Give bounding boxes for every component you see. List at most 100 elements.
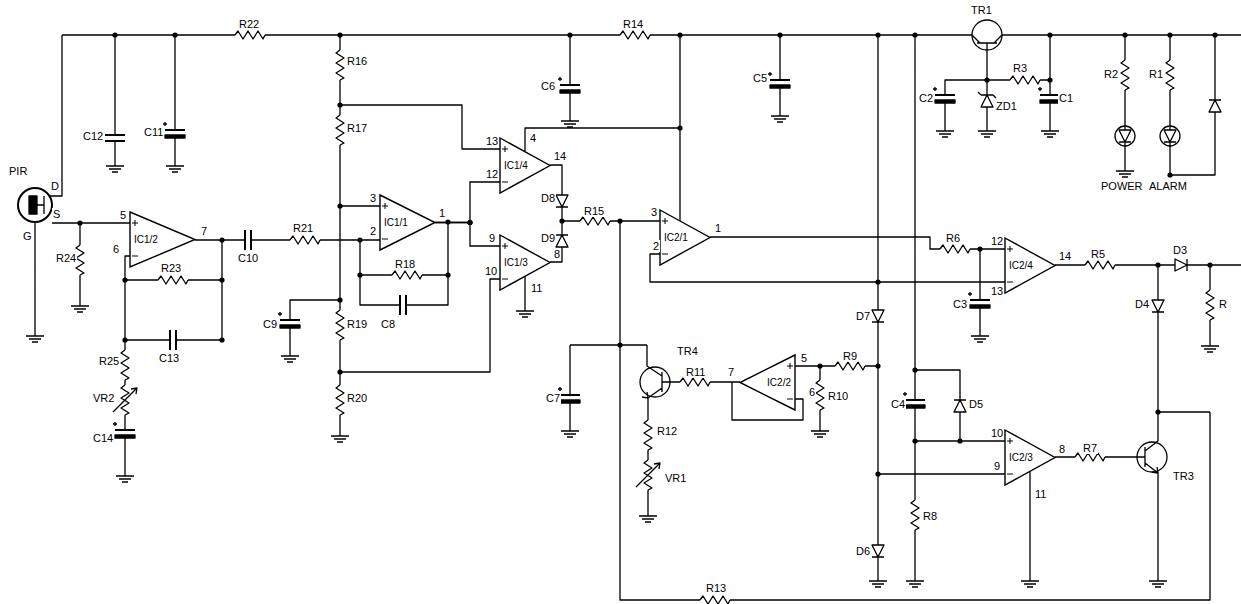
opamp-name: IC1/2 bbox=[134, 235, 158, 245]
part-label: 13 bbox=[990, 285, 1004, 297]
part-label: C10 bbox=[237, 252, 259, 264]
part-label: C13 bbox=[158, 352, 180, 364]
part-label: POWER bbox=[1100, 180, 1144, 192]
transistor-symbol bbox=[640, 20, 1167, 473]
part-label: TR3 bbox=[1172, 470, 1195, 482]
opamp-triangle: IC2/1 bbox=[660, 210, 710, 265]
pir-sensor bbox=[18, 188, 52, 222]
part-label: D6 bbox=[855, 545, 871, 557]
part-label: R22 bbox=[238, 18, 260, 30]
part-label: R11 bbox=[685, 366, 706, 378]
opamp-name: IC1/1 bbox=[384, 218, 408, 228]
part-label: R18 bbox=[394, 258, 416, 270]
part-label: 12 bbox=[990, 235, 1004, 247]
capacitor-symbol bbox=[105, 72, 1060, 438]
junction-dot bbox=[467, 220, 472, 225]
part-label: C11 bbox=[143, 126, 164, 138]
part-label: R5 bbox=[1090, 248, 1106, 260]
part-label: R25 bbox=[98, 355, 120, 367]
part-label: 10 bbox=[990, 427, 1004, 439]
part-label: R6 bbox=[945, 232, 961, 244]
part-label: R8 bbox=[922, 510, 938, 522]
part-label: R7 bbox=[1082, 442, 1098, 454]
part-label: R23 bbox=[160, 262, 182, 274]
part-label: 5 bbox=[800, 352, 808, 364]
part-label: R19 bbox=[346, 318, 368, 330]
part-label: 10 bbox=[484, 265, 498, 277]
part-label: 11 bbox=[1034, 488, 1047, 500]
part-label: D bbox=[50, 180, 60, 192]
part-label: 11 bbox=[530, 282, 543, 294]
part-label: 7 bbox=[727, 366, 735, 378]
part-label: C3 bbox=[952, 298, 968, 310]
part-label: 14 bbox=[1058, 250, 1072, 262]
part-label: 7 bbox=[200, 225, 208, 237]
ground-symbol bbox=[26, 110, 1219, 587]
part-label: PIR bbox=[8, 165, 28, 177]
part-label: C14 bbox=[92, 432, 114, 444]
part-label: C4 bbox=[890, 398, 906, 410]
part-label: ALARM bbox=[1148, 180, 1188, 192]
part-label: 6 bbox=[112, 243, 120, 255]
opamp-triangle: IC2/2 bbox=[740, 355, 795, 410]
part-label: TR4 bbox=[676, 345, 699, 357]
part-label: C2 bbox=[918, 92, 934, 104]
part-label: R16 bbox=[346, 55, 368, 67]
part-label: G bbox=[22, 230, 33, 242]
part-label: R2 bbox=[1103, 68, 1119, 80]
junction-dot bbox=[467, 220, 472, 225]
part-label: C7 bbox=[545, 392, 561, 404]
part-label: R9 bbox=[842, 350, 858, 362]
part-label: D8 bbox=[540, 192, 556, 204]
part-label: VR2 bbox=[92, 392, 115, 404]
part-label: D7 bbox=[855, 310, 871, 322]
part-label: 9 bbox=[993, 460, 1001, 472]
part-label: R bbox=[1218, 298, 1228, 310]
part-label: 9 bbox=[488, 232, 496, 244]
opamp-name: IC2/2 bbox=[767, 378, 791, 388]
diode-symbol bbox=[556, 92, 1221, 557]
part-label: 6 bbox=[808, 386, 816, 398]
part-label: 12 bbox=[485, 168, 499, 180]
part-label: 13 bbox=[485, 135, 499, 147]
part-label: C5 bbox=[752, 72, 768, 84]
signal-wire bbox=[435, 182, 500, 223]
opamp-name: IC2/1 bbox=[664, 233, 688, 243]
part-label: D9 bbox=[540, 232, 556, 244]
part-label: R3 bbox=[1012, 62, 1028, 74]
opamp-triangle: IC1/1 bbox=[380, 195, 435, 250]
signal-wire bbox=[435, 223, 500, 247]
junction-dot bbox=[77, 32, 1217, 476]
part-label: R10 bbox=[827, 390, 849, 402]
opamp-triangle: IC2/3 bbox=[1005, 430, 1055, 485]
resistor-symbol bbox=[76, 31, 1214, 604]
part-label: 8 bbox=[1058, 443, 1066, 455]
opamp-name: IC2/3 bbox=[1009, 453, 1033, 463]
part-label: D3 bbox=[1172, 244, 1188, 256]
opamp-name: IC1/4 bbox=[504, 161, 528, 171]
part-label: R17 bbox=[346, 122, 368, 134]
part-label: 3 bbox=[369, 192, 377, 204]
part-label: 14 bbox=[553, 150, 567, 162]
opamp-triangle: IC1/2 bbox=[130, 212, 195, 267]
opamp-triangle: IC2/4 bbox=[1005, 238, 1055, 293]
part-label: 1 bbox=[438, 207, 446, 219]
part-label: R12 bbox=[656, 425, 678, 437]
part-label: 4 bbox=[529, 132, 537, 144]
part-label: 2 bbox=[652, 240, 660, 252]
part-label: C6 bbox=[540, 80, 556, 92]
part-label: 2 bbox=[369, 225, 377, 237]
part-label: C9 bbox=[262, 318, 278, 330]
part-label: R24 bbox=[55, 252, 77, 264]
part-label: 5 bbox=[119, 209, 127, 221]
part-label: R20 bbox=[346, 392, 368, 404]
part-label: C8 bbox=[380, 318, 396, 330]
part-label: 8 bbox=[553, 248, 561, 260]
part-label: ZD1 bbox=[995, 100, 1018, 112]
part-label: VR1 bbox=[664, 472, 687, 484]
opamp-name: IC2/4 bbox=[1009, 261, 1033, 271]
part-label: R13 bbox=[705, 582, 727, 594]
